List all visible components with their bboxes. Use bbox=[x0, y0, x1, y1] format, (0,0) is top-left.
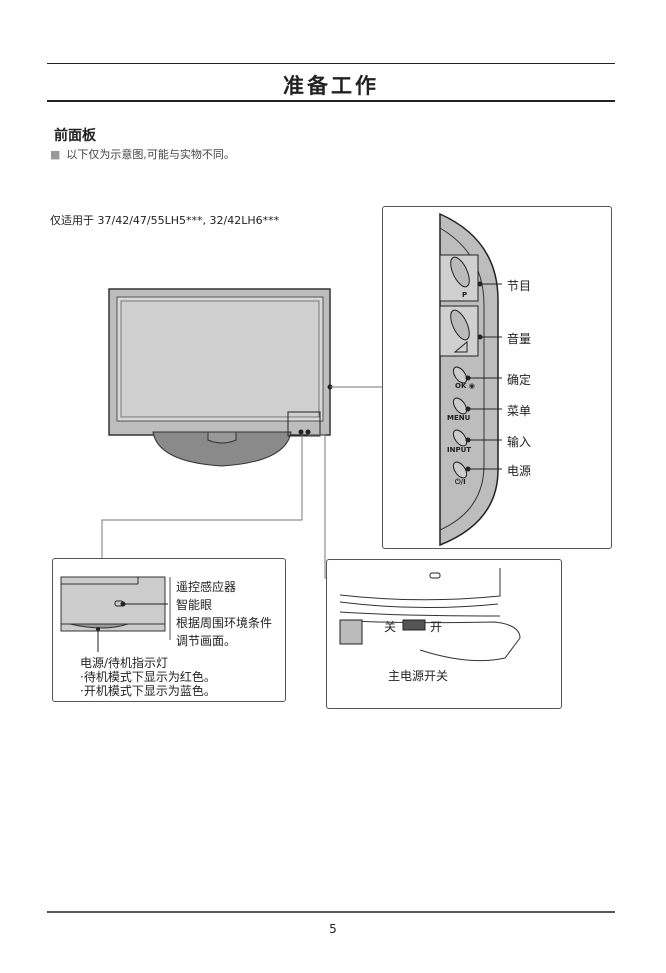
sensor-detail-illustration bbox=[60, 576, 171, 652]
power-marking: ⏻/I bbox=[455, 478, 466, 486]
page-number: 5 bbox=[329, 922, 337, 936]
bullet-square-icon: ■ bbox=[50, 148, 61, 161]
p-marking: P bbox=[462, 291, 468, 299]
volume-button-label: 音量 bbox=[507, 332, 532, 346]
page-title: 准备工作 bbox=[283, 74, 379, 98]
input-button-label: 输入 bbox=[507, 435, 532, 449]
ok-marking: OK ◉ bbox=[455, 382, 475, 390]
sensor-line-2: 智能眼 bbox=[176, 598, 213, 612]
indicator-standby: ·待机模式下显示为红色。 bbox=[80, 670, 216, 684]
main-power-switch-caption: 主电源开关 bbox=[388, 669, 449, 683]
model-applicability: 仅适用于 37/42/47/55LH5***, 32/42LH6*** bbox=[50, 214, 280, 227]
side-panel-body bbox=[439, 212, 502, 547]
menu-button-label: 菜单 bbox=[507, 404, 532, 418]
sensor-line-1: 遥控感应器 bbox=[176, 580, 237, 594]
disclaimer-text: 以下仅为示意图,可能与实物不同。 bbox=[66, 148, 235, 161]
input-marking: INPUT bbox=[447, 446, 472, 454]
switch-off-label: 关 bbox=[384, 620, 397, 634]
menu-marking: MENU bbox=[447, 414, 471, 422]
channel-button-label: 节目 bbox=[507, 279, 532, 293]
indicator-title: 电源/待机指示灯 bbox=[80, 656, 169, 670]
switch-on-label: 开 bbox=[430, 620, 443, 634]
sensor-line-4: 调节画面。 bbox=[176, 634, 237, 648]
power-switch-callout bbox=[326, 559, 562, 709]
tv-illustration bbox=[108, 288, 333, 467]
header-bottom-rule bbox=[47, 100, 615, 102]
side-control-panel-callout bbox=[382, 206, 612, 549]
header-top-rule bbox=[47, 63, 615, 64]
sensor-line-3: 根据周围环境条件 bbox=[176, 616, 273, 630]
indicator-on: ·开机模式下显示为蓝色。 bbox=[80, 684, 216, 698]
ok-button-label: 确定 bbox=[507, 373, 532, 387]
disclaimer-note: ■ 以下仅为示意图,可能与实物不同。 bbox=[50, 146, 235, 162]
power-button-label: 电源 bbox=[507, 464, 532, 478]
switch-detail-illustration bbox=[339, 568, 521, 662]
section-heading: 前面板 bbox=[54, 128, 96, 144]
